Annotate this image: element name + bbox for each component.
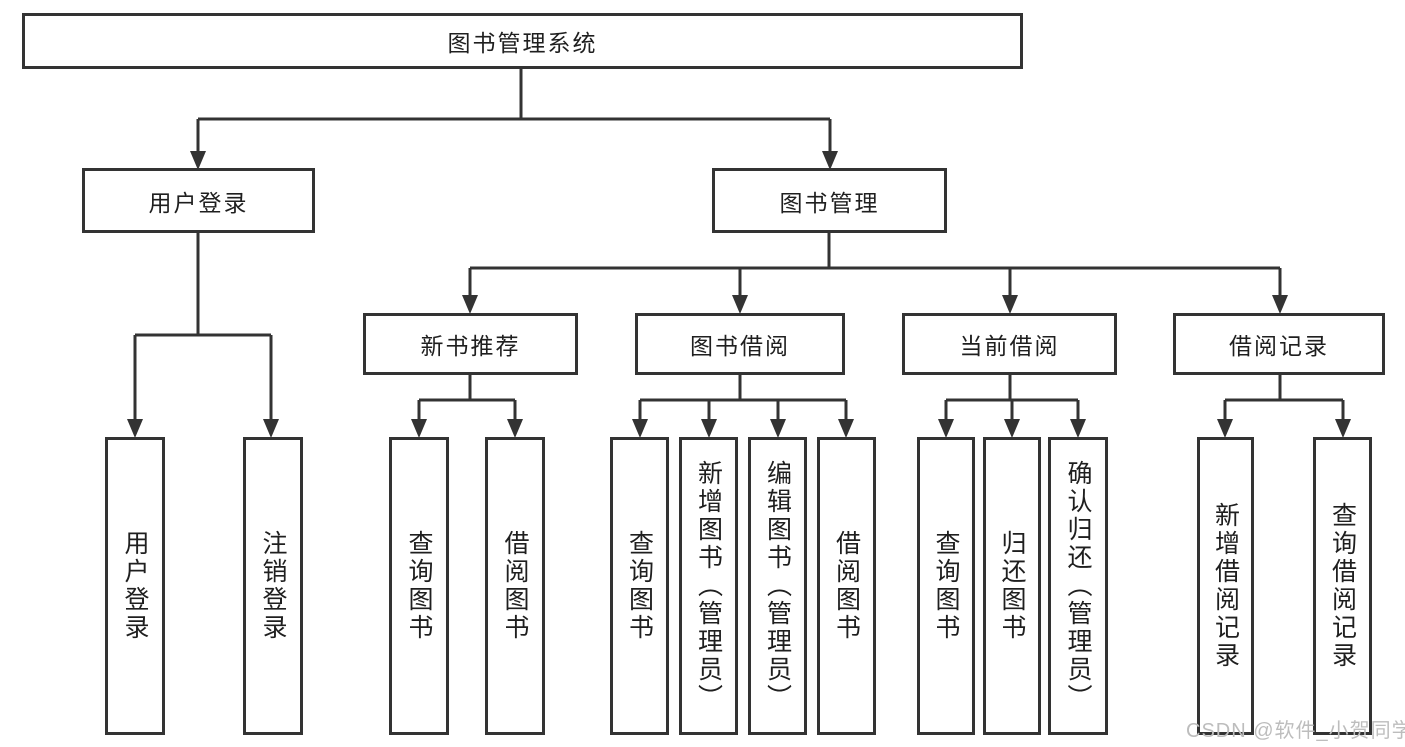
leaf-query-borrow-record: 查询借阅记录: [1313, 437, 1372, 735]
node-label: 新增图书（管理员）: [694, 460, 723, 712]
node-label: 查询图书: [932, 530, 960, 642]
node-label: 确认归还（管理员）: [1064, 460, 1092, 712]
leaf-add-book-admin: 新增图书（管理员）: [679, 437, 738, 735]
node-label: 图书管理: [779, 189, 880, 216]
node-label: 编辑图书（管理员）: [763, 460, 792, 712]
leaf-borrow-books-recommend: 借阅图书: [485, 437, 545, 735]
node-library-management-system: 图书管理系统: [22, 13, 1023, 69]
node-borrow-records: 借阅记录: [1173, 313, 1385, 375]
node-user-login: 用户登录: [82, 168, 315, 233]
node-label: 图书借阅: [690, 333, 790, 359]
node-current-borrow: 当前借阅: [902, 313, 1117, 375]
node-label: 借阅记录: [1229, 333, 1329, 359]
leaf-borrow-books: 借阅图书: [817, 437, 876, 735]
leaf-edit-book-admin: 编辑图书（管理员）: [748, 437, 807, 735]
leaf-user-login: 用户登录: [105, 437, 165, 735]
node-label: 借阅图书: [832, 530, 861, 642]
node-label: 查询借阅记录: [1328, 502, 1357, 670]
node-label: 新书推荐: [420, 333, 521, 359]
leaf-query-books-recommend: 查询图书: [389, 437, 449, 735]
node-label: 查询图书: [405, 530, 433, 642]
node-label: 注销登录: [259, 530, 287, 642]
node-label: 归还图书: [998, 530, 1026, 642]
leaf-logout: 注销登录: [243, 437, 303, 735]
node-label: 借阅图书: [501, 530, 529, 642]
leaf-return-book: 归还图书: [983, 437, 1041, 735]
leaf-add-borrow-record: 新增借阅记录: [1197, 437, 1254, 735]
node-label: 当前借阅: [959, 333, 1060, 359]
leaf-query-books-current: 查询图书: [917, 437, 975, 735]
node-label: 新增借阅记录: [1211, 502, 1240, 670]
csdn-watermark: CSDN @软件_小贺同学: [1186, 720, 1405, 742]
node-label: 用户登录: [148, 189, 249, 216]
node-book-borrow: 图书借阅: [635, 313, 845, 375]
leaf-confirm-return-admin: 确认归还（管理员）: [1048, 437, 1108, 735]
leaf-query-books-borrow: 查询图书: [610, 437, 669, 735]
node-new-book-recommend: 新书推荐: [363, 313, 578, 375]
node-book-management: 图书管理: [712, 168, 947, 233]
node-label: 查询图书: [625, 530, 654, 642]
node-label: 用户登录: [121, 530, 149, 642]
node-label: 图书管理系统: [447, 30, 598, 56]
